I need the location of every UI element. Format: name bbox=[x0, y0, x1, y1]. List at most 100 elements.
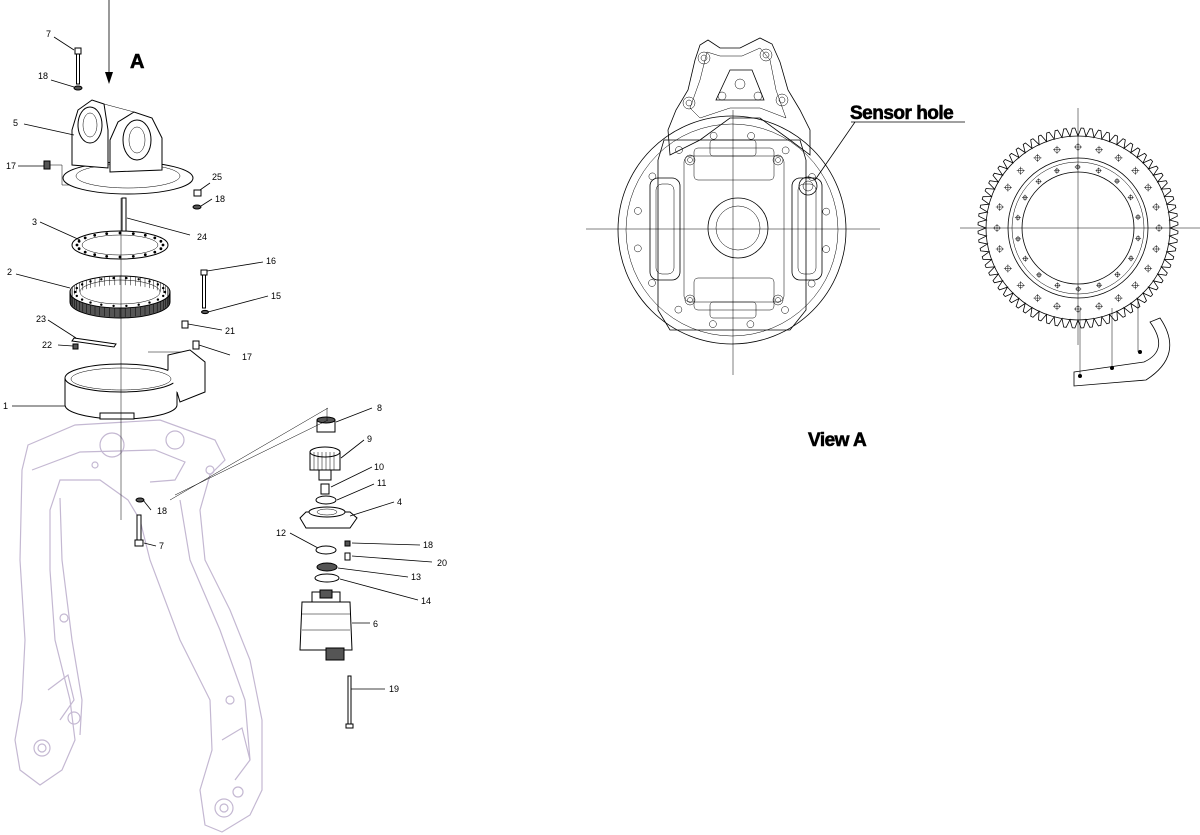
plate-hole-inner bbox=[775, 157, 781, 163]
ring-dot bbox=[100, 303, 103, 306]
view-a-label: View A bbox=[808, 430, 867, 451]
washer-18-lower bbox=[135, 497, 145, 503]
plate-hole bbox=[772, 154, 784, 166]
ring-dot bbox=[148, 280, 151, 283]
ring-dot bbox=[159, 239, 163, 243]
nut-25 bbox=[192, 189, 202, 210]
callout-14: 14 bbox=[421, 596, 431, 606]
ring-dot bbox=[131, 232, 135, 236]
ring-dot bbox=[75, 286, 79, 290]
callout-25: 25 bbox=[212, 172, 222, 182]
cap-21 bbox=[181, 320, 189, 329]
ring-dot bbox=[148, 301, 151, 304]
view-arrow bbox=[105, 0, 113, 84]
ring-dot bbox=[118, 255, 122, 259]
ring-dot bbox=[143, 233, 147, 237]
callout-23: 23 bbox=[36, 314, 46, 324]
ring-dot bbox=[131, 255, 135, 258]
callout-3: 3 bbox=[32, 217, 37, 227]
plate-hole bbox=[807, 279, 816, 288]
ring-dot bbox=[159, 247, 163, 251]
ring-dot bbox=[153, 236, 157, 240]
plate-hole bbox=[684, 294, 696, 306]
ring-dot bbox=[137, 278, 140, 281]
ring-dot bbox=[105, 255, 109, 258]
callout-16: 16 bbox=[266, 256, 276, 266]
ring-dot bbox=[75, 243, 79, 247]
swivel-housing-1 bbox=[64, 349, 206, 420]
screw-22 bbox=[72, 343, 79, 350]
plate-hole bbox=[648, 279, 656, 287]
callout-22: 22 bbox=[42, 340, 52, 350]
ring-dot bbox=[83, 236, 87, 240]
plate-hole bbox=[772, 294, 784, 306]
ring-dot bbox=[77, 239, 81, 243]
callout-6: 6 bbox=[373, 619, 378, 629]
leader-lines bbox=[12, 36, 433, 690]
plate-hole-inner bbox=[775, 297, 781, 303]
ring-dot bbox=[83, 250, 87, 254]
bolt-7-lower bbox=[134, 514, 144, 547]
view-a-bracket-plate bbox=[586, 37, 880, 375]
callout-numbers: 7 18 5 17 25 18 3 24 2 16 15 23 21 22 17… bbox=[3, 29, 447, 694]
callout-12: 12 bbox=[276, 528, 286, 538]
callout-1: 1 bbox=[3, 401, 8, 411]
plate-hole-inner bbox=[687, 297, 693, 303]
callout-9: 9 bbox=[367, 434, 372, 444]
plate-hole bbox=[746, 320, 755, 328]
ring-dot bbox=[93, 253, 97, 257]
strip-23 bbox=[71, 337, 117, 348]
ring-dot bbox=[112, 304, 115, 308]
plate-hole-inner bbox=[687, 157, 693, 163]
boom-arm-outline bbox=[14, 419, 263, 833]
ring-dot bbox=[153, 250, 157, 254]
ring-dot bbox=[118, 231, 122, 235]
ring-dot bbox=[80, 283, 84, 286]
ring-dot bbox=[80, 298, 84, 301]
bolt-7-top bbox=[74, 47, 82, 85]
ring-dot bbox=[137, 303, 140, 306]
callout-18: 18 bbox=[38, 71, 48, 81]
sensor-hole-leader bbox=[814, 121, 856, 181]
plate-hole bbox=[674, 305, 683, 314]
swivel-bracket-5 bbox=[62, 99, 194, 195]
view-a-gear-ring bbox=[960, 108, 1200, 387]
plate-hole bbox=[675, 146, 683, 154]
callout-11: 11 bbox=[377, 478, 386, 488]
plate-hole bbox=[709, 320, 717, 328]
ring-dot bbox=[125, 276, 128, 280]
callout-20: 20 bbox=[437, 558, 447, 568]
ring-dot bbox=[163, 290, 167, 294]
callout-4: 4 bbox=[397, 497, 402, 507]
callout-24: 24 bbox=[197, 232, 207, 242]
callout-18c: 18 bbox=[423, 540, 433, 550]
plate-hole bbox=[648, 172, 657, 181]
callout-7: 7 bbox=[46, 29, 51, 39]
plate-hole bbox=[781, 146, 790, 155]
ring-dot bbox=[93, 233, 97, 237]
ring-dot bbox=[89, 301, 92, 304]
plate-hole bbox=[634, 244, 642, 253]
ring-dot bbox=[161, 243, 165, 247]
ring-dot bbox=[156, 298, 160, 301]
sensor-hole-label: Sensor hole bbox=[850, 103, 953, 124]
ring-dot bbox=[162, 294, 165, 298]
plate-hole bbox=[709, 132, 718, 140]
washer-15 bbox=[201, 309, 209, 315]
fitting-17b bbox=[192, 340, 200, 350]
ring-dot bbox=[73, 290, 77, 294]
callout-13: 13 bbox=[411, 572, 421, 582]
callout-17: 17 bbox=[6, 161, 16, 171]
motor-stack bbox=[299, 416, 358, 729]
ring-dot bbox=[162, 286, 165, 290]
plate-hole bbox=[808, 173, 816, 181]
plate-hole bbox=[822, 245, 830, 253]
callout-8: 8 bbox=[377, 403, 382, 413]
bolt-16 bbox=[200, 269, 208, 309]
ring-dot bbox=[77, 247, 81, 251]
callout-15: 15 bbox=[271, 291, 281, 301]
ring-dot bbox=[143, 253, 147, 257]
ring-dot bbox=[105, 232, 109, 236]
callout-21: 21 bbox=[225, 326, 235, 336]
